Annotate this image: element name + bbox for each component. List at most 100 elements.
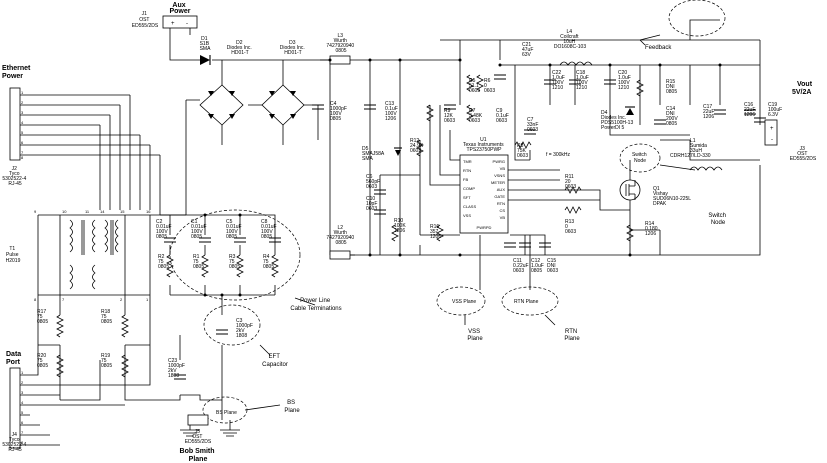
c22-capacitor	[544, 79, 556, 85]
r5-resistor	[466, 74, 474, 92]
svg-text:VSS: VSS	[463, 213, 471, 218]
d3-label: D3 Diodes Inc. HD01-T	[280, 40, 306, 56]
r3-label: R3 75 0805	[229, 254, 240, 270]
c8-label: C8 0.01uF 100V 0805	[261, 219, 278, 240]
aux-power-connector	[162, 15, 198, 29]
r5-label: R5 51.1 0603	[469, 78, 480, 94]
vout-minus-pin: -	[771, 137, 773, 143]
c3-capacitor	[216, 329, 228, 335]
c5-label: C5 0.01uF 100V 0805	[226, 219, 243, 240]
t1-label: T1 Pulse H2019	[6, 246, 21, 264]
r2-label: R2 75 0805	[158, 254, 169, 270]
vout-plus-pin: +	[770, 126, 774, 132]
r16-resistor	[436, 224, 444, 242]
c23-label: C23 1000pF 2kV 1808	[168, 358, 186, 379]
c7-capacitor	[524, 129, 536, 135]
c10-label: C10 10pF 0603	[366, 196, 379, 212]
r11-resistor	[564, 186, 582, 194]
c7-label: C7 33nF 0603	[527, 117, 540, 133]
data-port-title: Data Port	[6, 351, 23, 366]
c2-capacitor	[164, 237, 176, 243]
r12-resistor	[416, 139, 424, 157]
c18-label: C18 1.0uF 100V 1210	[576, 70, 590, 91]
svg-text:8: 8	[34, 297, 37, 302]
c17-capacitor	[714, 109, 726, 115]
c15-label: C15 DNI 0603	[547, 258, 558, 274]
j2-label: J2 Tyco 5302522-4 RJ-45	[2, 166, 27, 187]
c8-capacitor	[269, 237, 281, 243]
switch-node-circle-label: Switch Node	[632, 152, 648, 164]
r9-resistor	[426, 104, 434, 122]
c22-label: C22 1.0uF 100V 1210	[552, 70, 566, 91]
svg-text:3: 3	[21, 110, 24, 115]
svg-text:7: 7	[62, 297, 65, 302]
t1-pin-numbers: 9 10 11 14 15 16 8 7 2 1	[34, 209, 151, 302]
c11-capacitor	[504, 242, 516, 248]
l3-inductor	[329, 55, 351, 65]
j5-connector	[187, 414, 209, 426]
vss-plane-label: VSS Plane	[467, 329, 483, 342]
svg-text:2: 2	[120, 297, 123, 302]
c9-label: C9 0.1uF 0603	[496, 108, 510, 124]
rtn-plane-circle-label: RTN Plane	[514, 299, 539, 305]
r8-label: R8 75K 0603	[517, 143, 528, 159]
svg-text:11: 11	[85, 209, 90, 214]
r10-resistor	[391, 224, 399, 242]
u1-pad-label: PWRPD	[477, 225, 492, 230]
d1-label: D1 S1B SMA	[200, 36, 212, 52]
r1-label: R1 75 0805	[193, 254, 204, 270]
svg-text:RTN: RTN	[463, 168, 471, 173]
components	[9, 15, 778, 449]
c19-label: C19 100uF 6.3V	[768, 102, 784, 118]
c13-capacitor	[364, 104, 376, 110]
c11-label: C11 0.22uF 0603	[513, 258, 530, 274]
r14-resistor	[626, 224, 634, 242]
svg-text:5: 5	[21, 130, 24, 135]
d5-label: D5 SMAJ58A SMA	[362, 146, 385, 162]
eft-label: EFT Capacitor	[262, 354, 288, 368]
c5-capacitor	[234, 237, 246, 243]
svg-text:6: 6	[21, 420, 24, 425]
u1-label: U1 Texas Instruments TPS23750PWP	[463, 137, 505, 153]
svg-text:14: 14	[100, 209, 105, 214]
c12-capacitor	[519, 242, 531, 248]
svg-text:6: 6	[21, 140, 24, 145]
c16-capacitor	[744, 109, 756, 115]
c13-label: C13 0.1uF 100V 1206	[385, 101, 399, 122]
svg-text:8: 8	[21, 155, 24, 160]
svg-text:GATE: GATE	[494, 194, 505, 199]
c9-capacitor	[444, 104, 456, 110]
r18-label: R18 75 0805	[101, 309, 112, 325]
u1-right-pins: PWRG VB VSNS METER AUX GATE RTN CS VB	[491, 159, 505, 220]
r6-label: R6 0 0603	[484, 78, 495, 94]
r6-resistor	[476, 74, 484, 92]
bob-smith-plane-title: Bob Smith Plane	[180, 448, 217, 463]
d2-label: D2 Diodes Inc. HD01-T	[227, 40, 253, 56]
r11-label: R11 20 0603	[565, 174, 576, 190]
svg-text:1: 1	[21, 370, 24, 375]
r15-label: R15 DNI 0805	[666, 79, 677, 95]
bs-plane-label: BS Plane	[284, 400, 300, 414]
frequency-label: f = 300kHz	[546, 152, 571, 158]
c15-capacitor	[539, 242, 551, 248]
c20-capacitor	[604, 79, 616, 85]
r4-label: R4 75 0805	[263, 254, 274, 270]
r17-resistor	[56, 314, 64, 338]
j2-pin-numbers: 1 2 3 4 5 6 7 8	[21, 90, 24, 160]
r20-resistor	[56, 354, 64, 378]
r16-label: R16 357 1206	[430, 224, 441, 240]
svg-text:15: 15	[120, 209, 125, 214]
c4-label: C4 1000pF 100V 0805	[330, 101, 348, 122]
t1-transformer	[69, 219, 119, 290]
svg-text:CS: CS	[499, 208, 505, 213]
svg-text:9: 9	[34, 209, 37, 214]
c1-capacitor	[199, 237, 211, 243]
j5-label: J5 OST ED555/2DS	[185, 429, 212, 445]
r8-resistor	[514, 141, 532, 149]
svg-text:2: 2	[21, 100, 24, 105]
u1-ic	[459, 154, 509, 234]
r9-label: R9 12K 0603	[444, 108, 455, 124]
j3-connector	[764, 119, 778, 146]
j2-connector	[9, 87, 21, 161]
